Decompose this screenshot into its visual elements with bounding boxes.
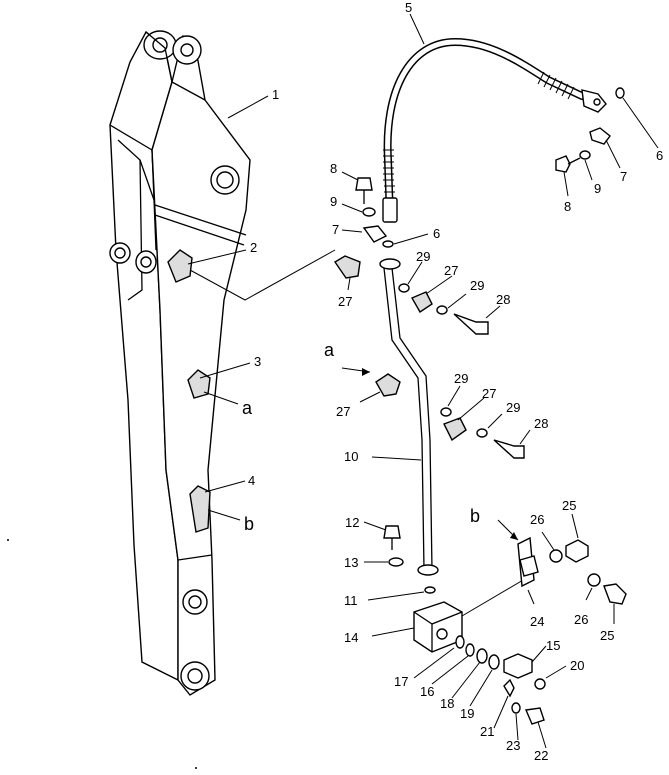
- callout-6: 6: [656, 148, 663, 163]
- washer-23: [511, 702, 521, 714]
- bolt-25: [565, 539, 589, 563]
- callout-20: 20: [570, 658, 584, 673]
- callout-14: 14: [344, 630, 358, 645]
- callout-22: 22: [534, 748, 548, 763]
- detail-mark-b: b: [244, 514, 254, 534]
- callout-4: 4: [248, 473, 255, 488]
- plate-7: [589, 127, 611, 145]
- callout-8: 8: [564, 199, 571, 214]
- callout-29: 29: [416, 249, 430, 264]
- callout-7: 7: [332, 222, 339, 237]
- callout-6: 6: [433, 226, 440, 241]
- callout-27: 27: [482, 386, 496, 401]
- detail-mark-b: b: [470, 506, 480, 526]
- washer-9: [579, 150, 591, 160]
- washer-26: [587, 573, 601, 587]
- bolt-8: [355, 177, 373, 191]
- washer-26: [549, 549, 563, 563]
- callout-12: 12: [345, 515, 359, 530]
- callout-11: 11: [344, 593, 358, 608]
- plate-24: [517, 536, 539, 588]
- callout-27: 27: [444, 263, 458, 278]
- callout-8: 8: [330, 161, 337, 176]
- callout-17: 17: [394, 674, 408, 689]
- o-ring-17: [455, 635, 465, 649]
- callout-10: 10: [344, 449, 358, 464]
- washer-19: [488, 654, 500, 670]
- washer-18: [476, 648, 488, 664]
- callout-19: 19: [460, 706, 474, 721]
- callout-29: 29: [454, 371, 468, 386]
- callout-21: 21: [480, 724, 494, 739]
- callout-9: 9: [330, 194, 337, 209]
- detail-mark-a: a: [324, 340, 335, 360]
- washer-29: [440, 407, 452, 417]
- plug-22: [524, 707, 545, 725]
- o-ring-6: [615, 87, 625, 99]
- callout-28: 28: [534, 416, 548, 431]
- callout-3: 3: [254, 354, 261, 369]
- callout-13: 13: [344, 555, 358, 570]
- callout-25: 25: [600, 628, 614, 643]
- washer-29: [436, 305, 448, 315]
- o-ring-6: [382, 240, 394, 248]
- clamp-27: [443, 417, 467, 442]
- callout-29: 29: [506, 400, 520, 415]
- clamp-27: [411, 291, 433, 313]
- callout-1: 1: [272, 87, 279, 102]
- bolt-25: [603, 583, 627, 605]
- callout-24: 24: [530, 614, 544, 629]
- washer-29: [476, 428, 488, 438]
- pipe-assembly: [379, 258, 439, 576]
- washer-9: [362, 207, 376, 217]
- callout-15: 15: [546, 638, 560, 653]
- detail-mark-a: a: [242, 398, 253, 418]
- block-14: [413, 601, 463, 653]
- nipple-21: [503, 678, 515, 698]
- hose-assembly: [382, 37, 607, 223]
- callout-2: 2: [250, 240, 257, 255]
- callout-7: 7: [620, 169, 627, 184]
- part-2-seat: [167, 249, 193, 283]
- callout-23: 23: [506, 738, 520, 753]
- callout-26: 26: [574, 612, 588, 627]
- arm-assembly: [109, 30, 251, 696]
- washer-13: [388, 557, 404, 567]
- callout-18: 18: [440, 696, 454, 711]
- callout-9: 9: [594, 181, 601, 196]
- cap-20: [534, 678, 546, 690]
- bolt-8: [555, 155, 571, 173]
- callout-27: 27: [338, 294, 352, 309]
- fitting-15: [503, 653, 533, 679]
- bolt-28: [493, 439, 525, 459]
- o-ring-11: [424, 586, 436, 594]
- bolt-28: [453, 313, 489, 335]
- bolt-12: [383, 525, 401, 539]
- callout-29: 29: [470, 278, 484, 293]
- clamp-27: [375, 373, 401, 397]
- callout-16: 16: [420, 684, 434, 699]
- washer-29: [398, 283, 410, 293]
- callout-5: 5: [405, 0, 412, 15]
- callout-27: 27: [336, 404, 350, 419]
- clamp-27: [334, 255, 361, 279]
- o-ring-16: [465, 643, 475, 657]
- plate-7: [362, 225, 388, 243]
- callout-26: 26: [530, 512, 544, 527]
- callout-25: 25: [562, 498, 576, 513]
- callout-28: 28: [496, 292, 510, 307]
